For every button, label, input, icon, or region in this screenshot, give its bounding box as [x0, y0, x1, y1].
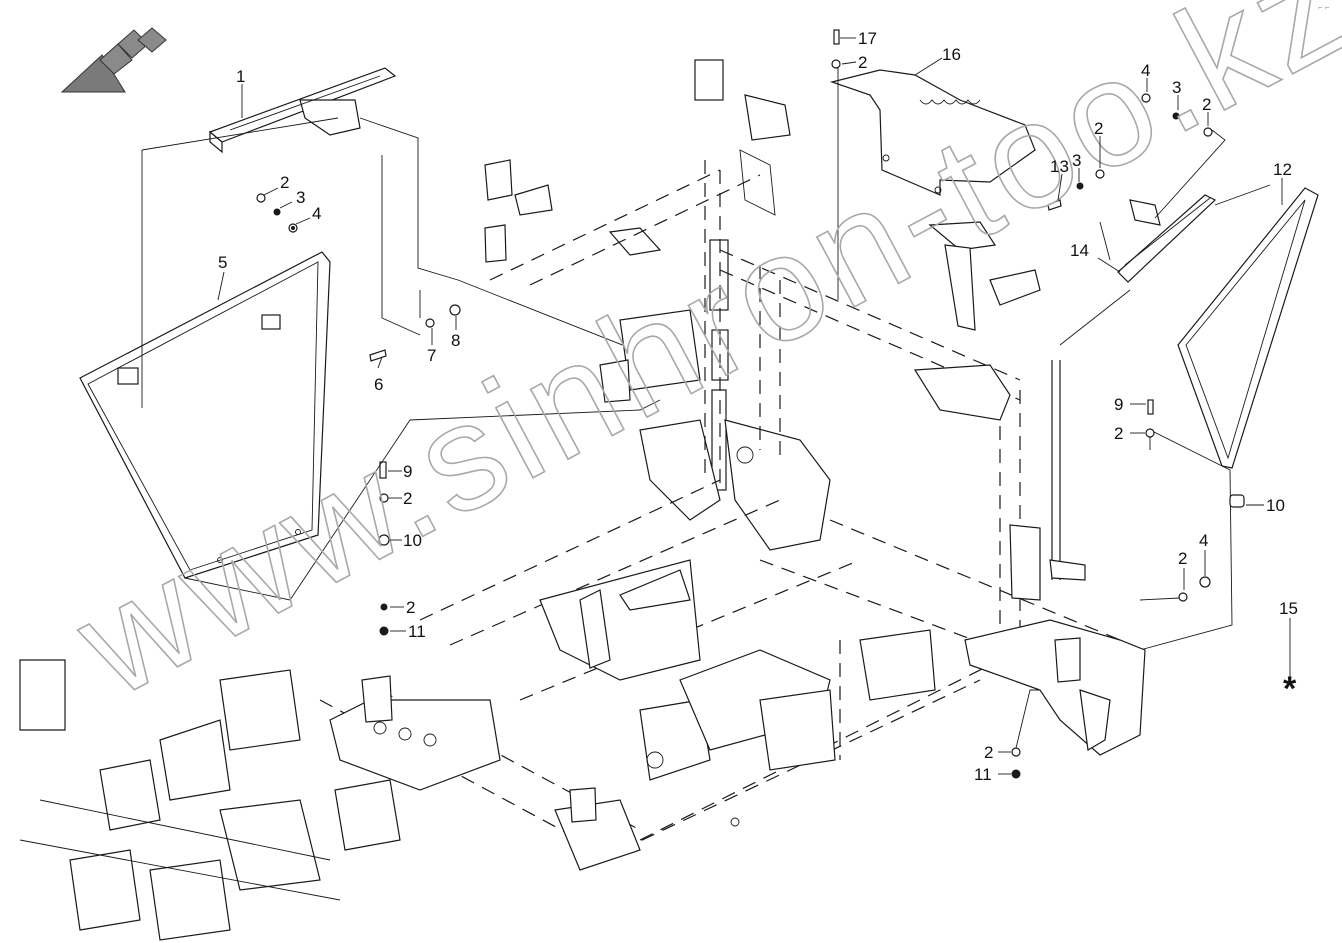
callout-13: 13: [1050, 157, 1069, 176]
callout-2: 2: [1178, 549, 1187, 568]
callout-10: 10: [1266, 496, 1285, 515]
callout-leaders: [217, 37, 1283, 775]
fastener-stack-left-upper: [256, 193, 298, 233]
part-5-side-panel: [79, 251, 331, 579]
callout-12: 12: [1273, 160, 1292, 179]
callout-8: 8: [451, 331, 460, 350]
callout-2: 2: [858, 53, 867, 72]
callout-4: 4: [312, 204, 321, 223]
callout-2: 2: [984, 743, 993, 762]
fastener-stack-left-lower: [378, 461, 390, 636]
callout-14: 14: [1070, 241, 1089, 260]
callout-16: 16: [942, 45, 961, 64]
lower-chassis: [19, 559, 936, 941]
callout-4: 4: [1141, 61, 1150, 80]
fastener-set-center-left: [369, 304, 461, 362]
callout-4: 4: [1199, 531, 1208, 550]
callout-3: 3: [296, 188, 305, 207]
callout-2: 2: [406, 598, 415, 617]
asterisk-marker: *: [1283, 670, 1297, 708]
direction-arrow-icon: [60, 27, 167, 93]
callout-labels: 1 2 3 4 5 6 7 8 9 2 10 2 11 17 2 16 4 3 …: [218, 29, 1298, 784]
callout-10: 10: [403, 531, 422, 550]
bolt-17: [831, 29, 841, 69]
fasteners-right-lower: [1011, 399, 1245, 779]
bracket-center-right: [913, 221, 1041, 421]
callout-3: 3: [1072, 151, 1081, 170]
callout-17: 17: [858, 29, 877, 48]
part-1-mounting-bracket: [208, 67, 397, 154]
callout-11: 11: [974, 765, 992, 784]
callout-2: 2: [1094, 119, 1103, 138]
callout-9: 9: [1114, 395, 1123, 414]
callout-6: 6: [374, 375, 383, 394]
frame-upper-center: [484, 59, 831, 551]
part-14-rail: [1117, 194, 1217, 283]
callout-2: 2: [1114, 424, 1123, 443]
fasteners-right-upper: [1047, 93, 1213, 211]
callout-2: 2: [1202, 95, 1211, 114]
callout-1: 1: [236, 67, 245, 86]
callout-5: 5: [218, 253, 227, 272]
bracket-lower-right: [964, 619, 1146, 756]
callout-3: 3: [1172, 78, 1181, 97]
callout-9: 9: [403, 462, 412, 481]
part-12-side-panel-right: [1177, 187, 1319, 469]
callout-11: 11: [408, 622, 426, 641]
corner-mark: ⌐ ⌐: [1318, 3, 1330, 12]
callout-2: 2: [403, 489, 412, 508]
callout-15: 15: [1279, 599, 1298, 618]
vertical-post-right: [1009, 360, 1086, 601]
callout-7: 7: [427, 346, 436, 365]
callout-2: 2: [280, 173, 289, 192]
